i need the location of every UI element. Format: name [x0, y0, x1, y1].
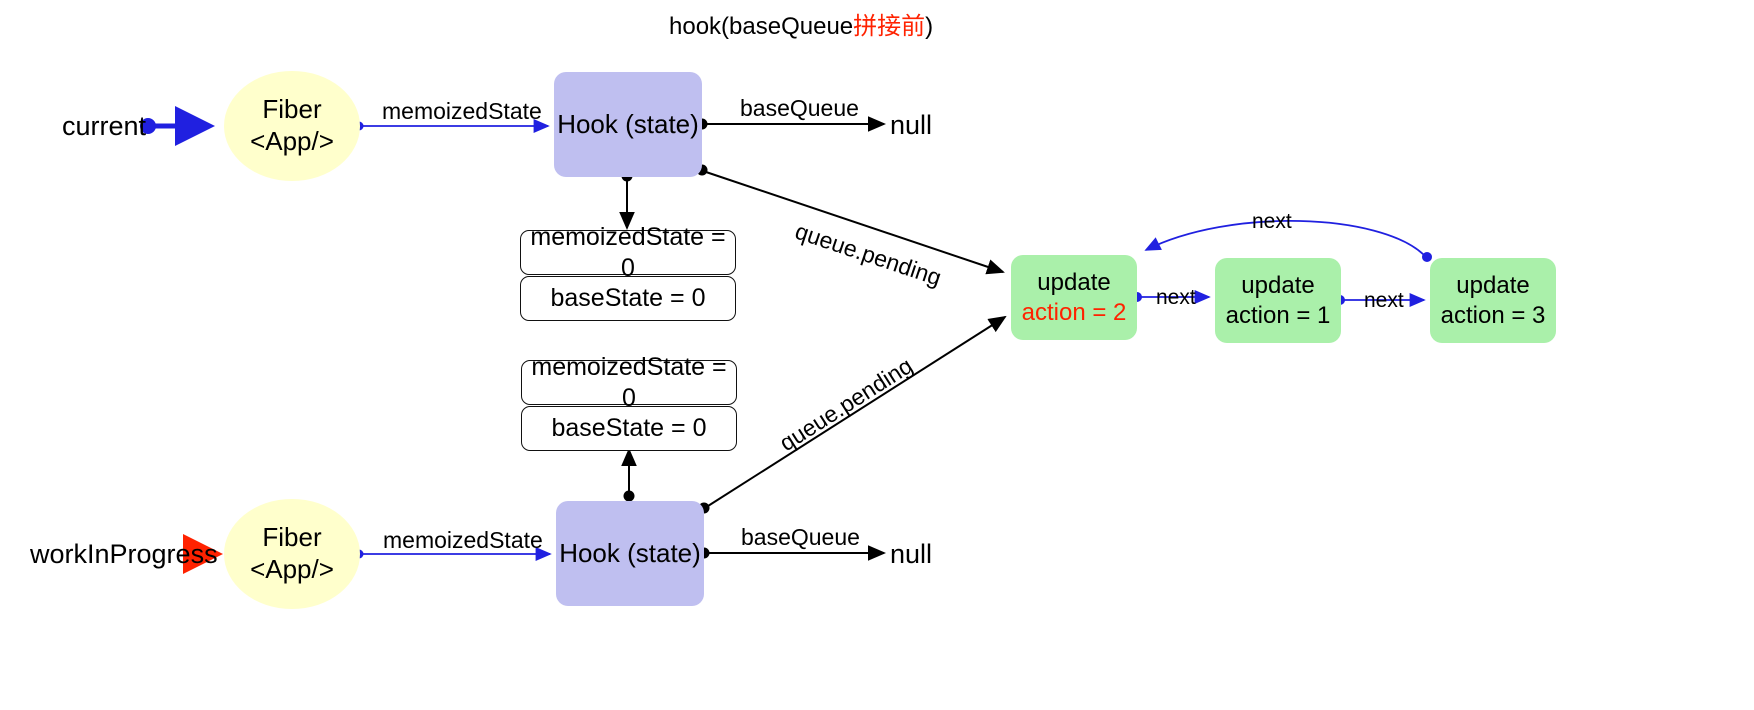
fiber-node-current[interactable]: Fiber <App/>	[224, 71, 360, 181]
edge-label-next-1: next	[1156, 286, 1196, 309]
entry-label-current: current	[62, 111, 147, 141]
edge-label-base-queue-top: baseQueue	[740, 95, 859, 121]
edge-label-next-wrap: next	[1252, 210, 1292, 233]
state-box-base-state-bottom: baseState = 0	[521, 406, 737, 451]
hook-current-label: Hook (state)	[557, 108, 699, 139]
edge-hook-to-state-bottom	[621, 448, 637, 502]
page-title-prefix: hook(baseQueue	[669, 13, 854, 40]
page-title-suffix: )	[925, 13, 934, 40]
state-box-memoized-state-bottom: memoizedState = 0	[521, 353, 737, 412]
update-node-action-2-line1: update	[1037, 269, 1111, 297]
terminal-null-bottom: null	[890, 539, 933, 569]
state-box-base-state-bottom-label: baseState = 0	[551, 414, 707, 443]
update-node-action-2-line2: action = 2	[1021, 298, 1127, 326]
update-node-action-1-line2: action = 1	[1225, 301, 1331, 329]
edge-hook-to-state-top	[619, 170, 635, 230]
edge-label-next-2: next	[1364, 289, 1404, 312]
edge-next-wrap	[1144, 220, 1432, 262]
update-node-action-3-line1: update	[1456, 272, 1530, 300]
fiber-current-line2: <App/>	[250, 126, 334, 156]
update-node-action-2[interactable]: update action = 2	[1011, 255, 1137, 340]
state-box-memoized-state-bottom-label: memoizedState = 0	[531, 353, 727, 412]
page-title-highlight: 拼接前	[853, 13, 926, 40]
hook-node-wip[interactable]: Hook (state)	[556, 501, 704, 606]
edge-wip-to-fiber	[183, 534, 223, 574]
hook-wip-label: Hook (state)	[559, 537, 701, 568]
edge-label-memoized-state-bottom: memoizedState	[383, 527, 543, 553]
state-box-memoized-state-top-label: memoizedState = 0	[530, 223, 726, 282]
edge-label-base-queue-bottom: baseQueue	[741, 524, 860, 550]
edge-label-memoized-state-top: memoizedState	[382, 98, 542, 124]
fiber-wip-line2: <App/>	[250, 554, 334, 584]
fiber-node-wip[interactable]: Fiber <App/>	[224, 499, 360, 609]
edge-current-to-fiber	[140, 106, 215, 146]
entry-label-workinprogress: workInProgress	[30, 539, 218, 569]
fiber-wip-line1: Fiber	[262, 522, 322, 553]
state-box-base-state-top-label: baseState = 0	[550, 284, 706, 313]
fiber-current-line1: Fiber	[262, 94, 322, 125]
terminal-null-top: null	[890, 110, 933, 140]
update-node-action-1-line1: update	[1241, 272, 1315, 300]
state-box-memoized-state-top: memoizedState = 0	[520, 223, 736, 282]
update-node-action-1[interactable]: update action = 1	[1215, 258, 1341, 343]
page-title: hook(baseQueue拼接前)	[669, 6, 933, 41]
state-box-base-state-top: baseState = 0	[520, 276, 736, 321]
update-node-action-3-line2: action = 3	[1440, 301, 1546, 329]
update-node-action-3[interactable]: update action = 3	[1430, 258, 1556, 343]
hook-node-current[interactable]: Hook (state)	[554, 72, 702, 177]
